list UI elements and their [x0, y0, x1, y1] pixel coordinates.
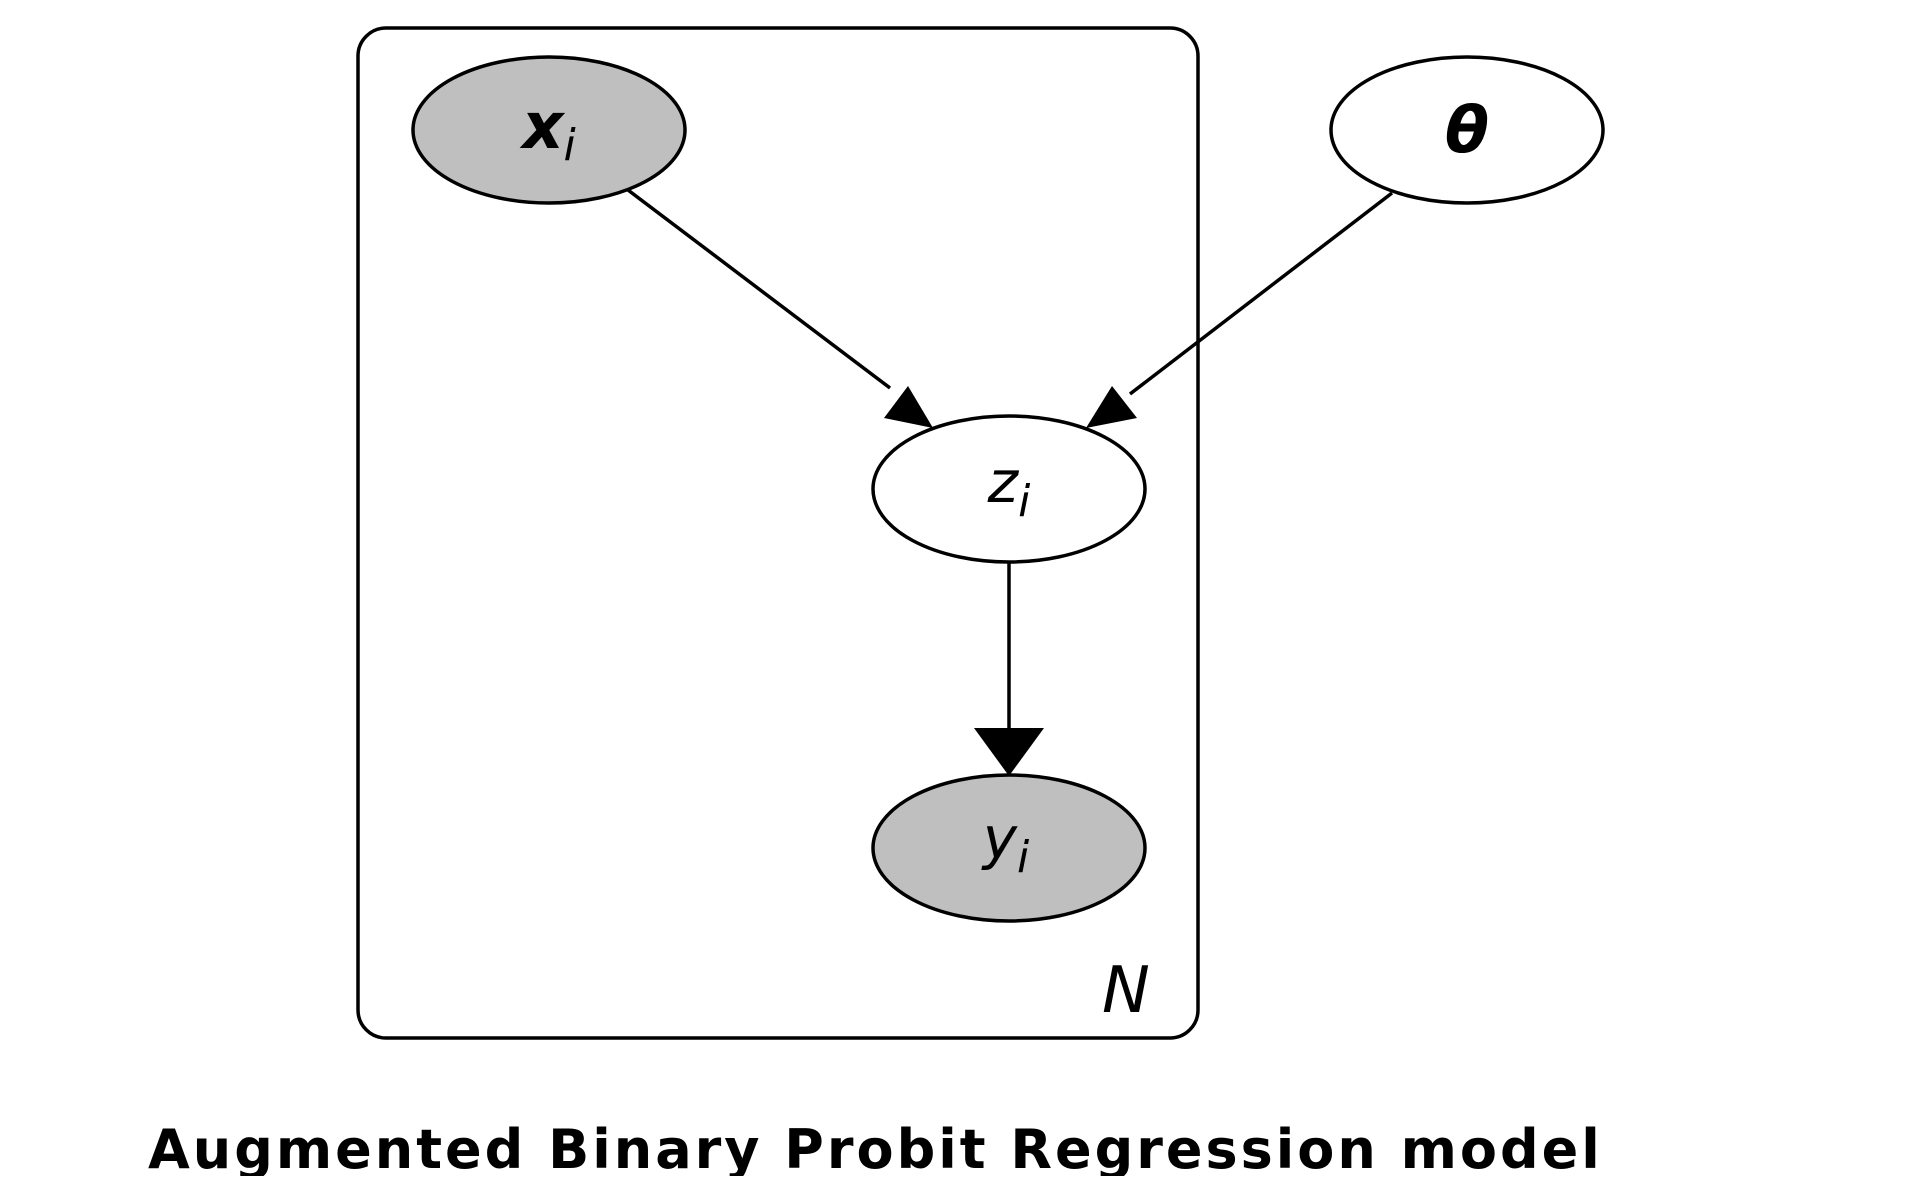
arrowhead-x-to-z: [884, 386, 933, 428]
node-z: zi: [871, 414, 1147, 564]
node-theta-ellipse: [1329, 55, 1605, 205]
node-theta-label: θ: [1445, 94, 1489, 168]
edges-group: [626, 188, 1394, 776]
node-z-ellipse: [871, 414, 1147, 564]
edge-x-to-z: [626, 188, 892, 390]
edge-theta-to-z: [1128, 191, 1394, 396]
arrowhead-theta-to-z: [1086, 386, 1137, 428]
node-y: yi: [871, 773, 1147, 923]
node-y-label: yi: [981, 804, 1030, 883]
node-x: xi: [411, 55, 687, 205]
node-theta: θ: [1329, 55, 1605, 205]
node-z-label: zi: [987, 448, 1031, 527]
node-x-ellipse: [411, 55, 687, 205]
arrowhead-z-to-y: [974, 728, 1044, 776]
node-y-ellipse: [871, 773, 1147, 923]
node-x-label: xi: [519, 90, 576, 171]
plate-rectangle: [356, 26, 1200, 1040]
diagram-caption: Augmented Binary Probit Regression model: [148, 1118, 1603, 1176]
plate-label: N: [1102, 954, 1150, 1028]
